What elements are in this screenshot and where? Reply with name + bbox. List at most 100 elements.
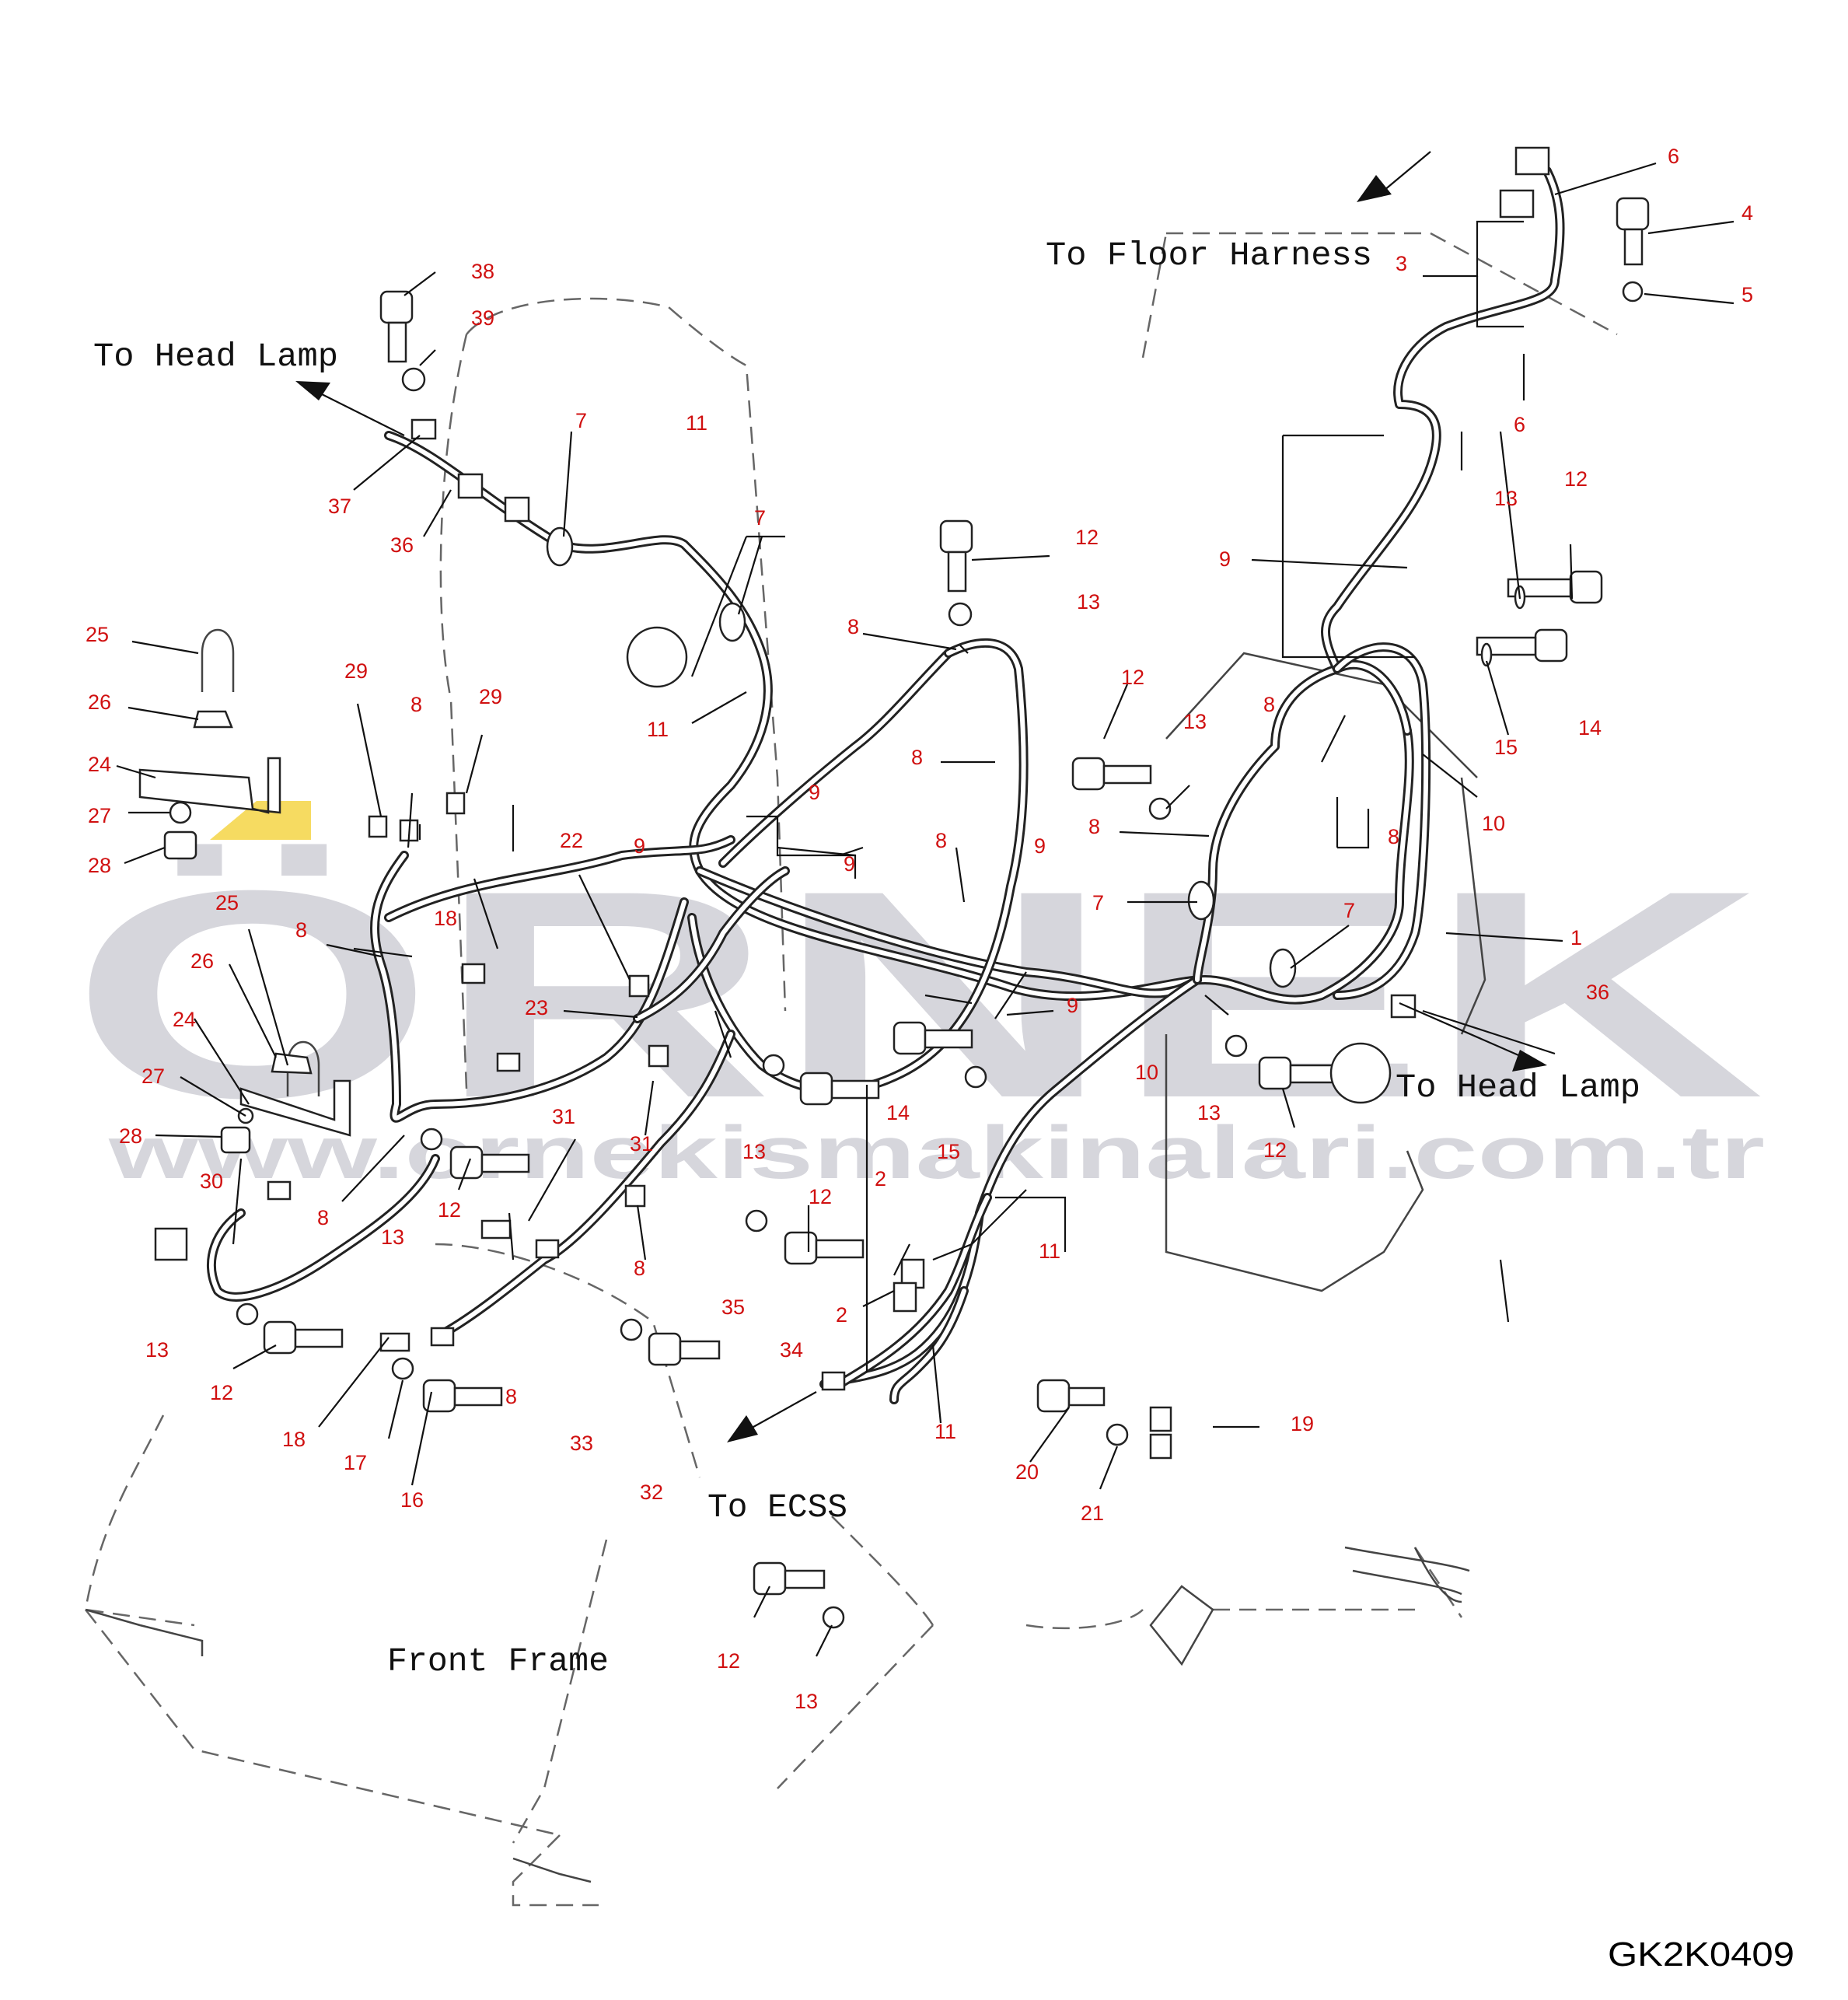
callout-8: 8 [505, 1385, 517, 1408]
callout-12: 12 [717, 1649, 740, 1673]
clip-icon [461, 963, 486, 984]
callout-15: 15 [1494, 736, 1518, 759]
bolt-icon [422, 1379, 503, 1413]
callout-33: 33 [570, 1432, 593, 1455]
callout-26: 26 [88, 691, 111, 714]
connector-icon [457, 473, 484, 499]
callout-34: 34 [780, 1338, 803, 1362]
washer-icon [822, 1606, 845, 1629]
callout-8: 8 [1088, 815, 1100, 838]
callout-21: 21 [1081, 1502, 1104, 1525]
bolt-icon [1616, 197, 1650, 266]
connector-icon [821, 1371, 846, 1391]
callout-9: 9 [634, 834, 645, 858]
callout-18: 18 [282, 1428, 306, 1451]
bolt-icon [939, 519, 973, 593]
wire-harness [207, 166, 1565, 1404]
callout-36: 36 [1586, 981, 1609, 1004]
callout-24: 24 [88, 753, 111, 776]
callout-7: 7 [1092, 891, 1104, 914]
callout-12: 12 [1564, 467, 1588, 491]
connector-icon [496, 1052, 521, 1072]
bolt-icon [784, 1231, 865, 1265]
callout-8: 8 [935, 829, 947, 852]
callout-15: 15 [937, 1140, 960, 1163]
callout-35: 35 [721, 1295, 745, 1319]
clamp-icon [271, 1052, 313, 1075]
callout-13: 13 [742, 1140, 766, 1163]
callout-12: 12 [809, 1185, 832, 1208]
connector-icon [430, 1327, 455, 1347]
washer-icon [391, 1357, 414, 1380]
callout-13: 13 [381, 1226, 404, 1249]
connector-icon [267, 1180, 292, 1201]
note-to-ecss: To ECSS [707, 1488, 847, 1526]
clip-icon [410, 418, 437, 440]
callout-31: 31 [630, 1132, 653, 1156]
note-to-head-lamp-left: To Head Lamp [93, 337, 338, 376]
grommet-icon [1269, 948, 1297, 988]
bolt-icon [648, 1332, 721, 1366]
callout-16: 16 [400, 1488, 424, 1512]
callout-18: 18 [434, 907, 457, 930]
watermark: ÖRNEK www.ornekismakinalari.com.tr [70, 801, 1765, 1194]
callout-20: 20 [1015, 1460, 1039, 1484]
bolt-icon [893, 1021, 973, 1055]
nut-icon [163, 830, 197, 860]
callout-8: 8 [911, 746, 923, 769]
callout-2: 2 [875, 1167, 886, 1191]
nut-icon [220, 1126, 251, 1154]
callout-32: 32 [640, 1481, 663, 1504]
callout-28: 28 [88, 854, 111, 877]
callout-12: 12 [438, 1198, 461, 1222]
washer-icon [964, 1065, 987, 1089]
drawing-code: GK2K0409 [1608, 1935, 1794, 1974]
washer-icon [1106, 1423, 1129, 1446]
callout-9: 9 [1034, 834, 1046, 858]
callout-7: 7 [1343, 899, 1355, 922]
callout-13: 13 [1077, 590, 1100, 614]
clamp-icon [193, 710, 233, 729]
direction-arrows [295, 151, 1547, 1442]
watermark-brand: ÖRNEK [70, 829, 1765, 1159]
arrow-head-icon [295, 381, 330, 400]
bolt-icon [449, 1145, 530, 1180]
callout-14: 14 [1578, 716, 1602, 740]
bracket-icon [239, 1079, 351, 1137]
callout-25: 25 [215, 891, 239, 914]
callout-leaders [116, 162, 1734, 1657]
washer-icon [169, 801, 192, 824]
clip-icon [1514, 146, 1550, 176]
connector-icon [893, 1281, 917, 1313]
u-bolt-icon [201, 628, 235, 692]
callout-24: 24 [173, 1008, 196, 1031]
lamp-disc-icon [626, 626, 688, 688]
callout-labels: 1 2 2 3 4 5 6 6 7 7 7 7 8 8 8 8 8 8 8 8 … [86, 145, 1753, 1713]
arrow-head-icon [727, 1415, 758, 1442]
clip-icon [1149, 1406, 1172, 1432]
clip-icon [628, 974, 650, 998]
callout-37: 37 [328, 495, 351, 518]
watermark-url: www.ornekismakinalari.com.tr [107, 1111, 1765, 1194]
callout-11: 11 [647, 718, 669, 741]
washer-icon [745, 1209, 768, 1233]
washer-icon [948, 602, 973, 627]
callout-30: 30 [200, 1170, 223, 1193]
callout-17: 17 [344, 1451, 367, 1474]
callout-9: 9 [809, 781, 820, 804]
front-frame-outline [84, 232, 1618, 1907]
callout-29: 29 [479, 685, 502, 708]
callout-39: 39 [471, 306, 494, 330]
clip-icon [445, 792, 466, 815]
clip-icon [1499, 189, 1535, 219]
callout-4: 4 [1741, 201, 1753, 225]
callout-13: 13 [1197, 1101, 1221, 1124]
grommet-icon [1187, 880, 1215, 921]
washer-icon [1148, 797, 1172, 820]
connector-icon [504, 496, 530, 523]
callout-36: 36 [390, 533, 414, 557]
callout-12: 12 [210, 1381, 233, 1404]
clip-icon [648, 1044, 669, 1068]
bolt-icon [753, 1561, 826, 1596]
